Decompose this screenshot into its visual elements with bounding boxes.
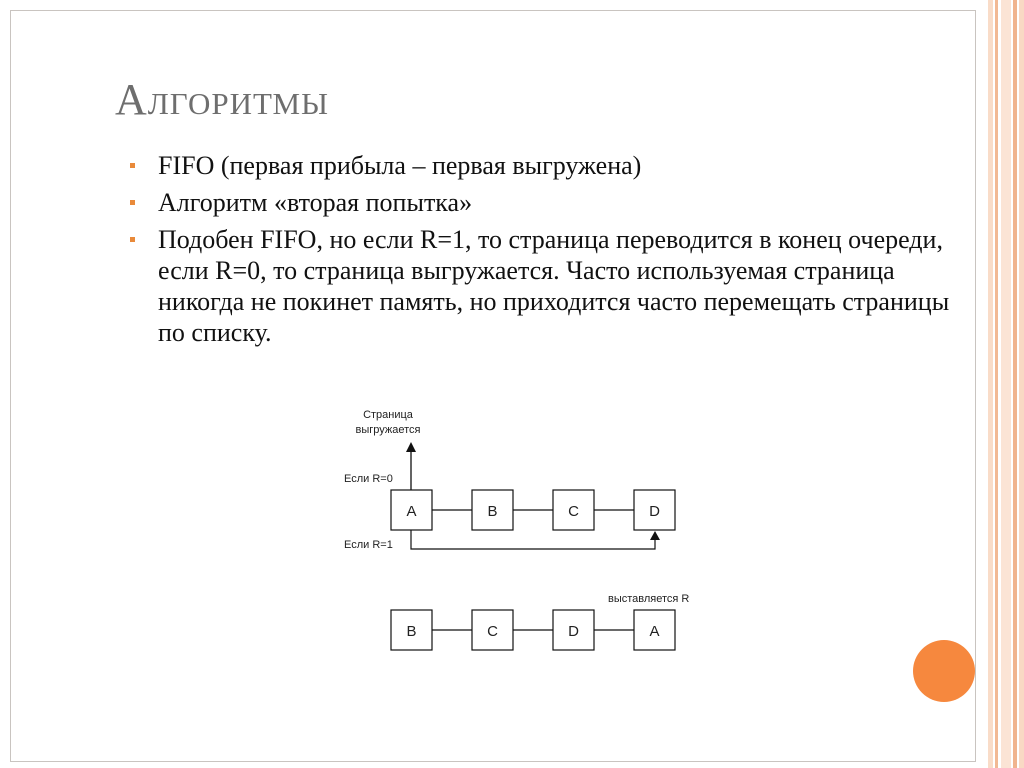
evict-arrow xyxy=(406,442,416,490)
label-evicted-line2: выгружается xyxy=(356,424,421,436)
queue-box-label: D xyxy=(568,623,579,640)
bullet-text: FIFO (первая прибыла – первая выгружена) xyxy=(158,151,642,180)
queue-box: A xyxy=(390,489,433,531)
decor-circle xyxy=(913,640,975,702)
queue-box-label: B xyxy=(487,503,497,520)
queue-box: B xyxy=(471,489,514,531)
label-if-r1: Если R=1 xyxy=(344,539,393,551)
slide-title: Алгоритмы xyxy=(115,75,330,124)
label-if-r0: Если R=0 xyxy=(344,473,393,485)
bullet-square-icon xyxy=(130,237,135,242)
queue-box-label: A xyxy=(406,503,416,520)
bullet-item: Алгоритм «вторая попытка» xyxy=(130,187,970,218)
decor-stripe-3 xyxy=(1001,0,1011,768)
queue-box: B xyxy=(390,609,433,651)
queue-box-label: C xyxy=(568,503,579,520)
decor-stripe-5 xyxy=(1019,0,1024,768)
decor-stripe-4 xyxy=(1013,0,1017,768)
queue-box: A xyxy=(633,609,676,651)
second-chance-diagram: Страница выгружается Если R=0 Если R=1 в… xyxy=(344,409,690,651)
label-evicted-line1: Страница xyxy=(363,409,414,421)
label-set-r0: выставляется R=0 xyxy=(608,593,690,605)
queue-box: D xyxy=(552,609,595,651)
bullet-square-icon xyxy=(130,163,135,168)
queue-box-label: D xyxy=(649,503,660,520)
queue-box: D xyxy=(633,489,676,531)
queue-box: C xyxy=(552,489,595,531)
bullet-text: Подобен FIFO, но если R=1, то страница п… xyxy=(158,225,950,347)
queue-box-label: A xyxy=(649,623,659,640)
queue-box: C xyxy=(471,609,514,651)
queue-box-label: B xyxy=(406,623,416,640)
bullet-text: Алгоритм «вторая попытка» xyxy=(158,188,473,217)
queue-box-label: C xyxy=(487,623,498,640)
decor-stripe-1 xyxy=(988,0,993,768)
decor-stripe-2 xyxy=(995,0,998,768)
bullet-item: FIFO (первая прибыла – первая выгружена) xyxy=(130,150,970,181)
bullet-square-icon xyxy=(130,200,135,205)
bullet-item: Подобен FIFO, но если R=1, то страница п… xyxy=(130,224,970,348)
requeue-arrow xyxy=(410,530,660,550)
bullet-list: FIFO (первая прибыла – первая выгружена)… xyxy=(130,150,970,354)
